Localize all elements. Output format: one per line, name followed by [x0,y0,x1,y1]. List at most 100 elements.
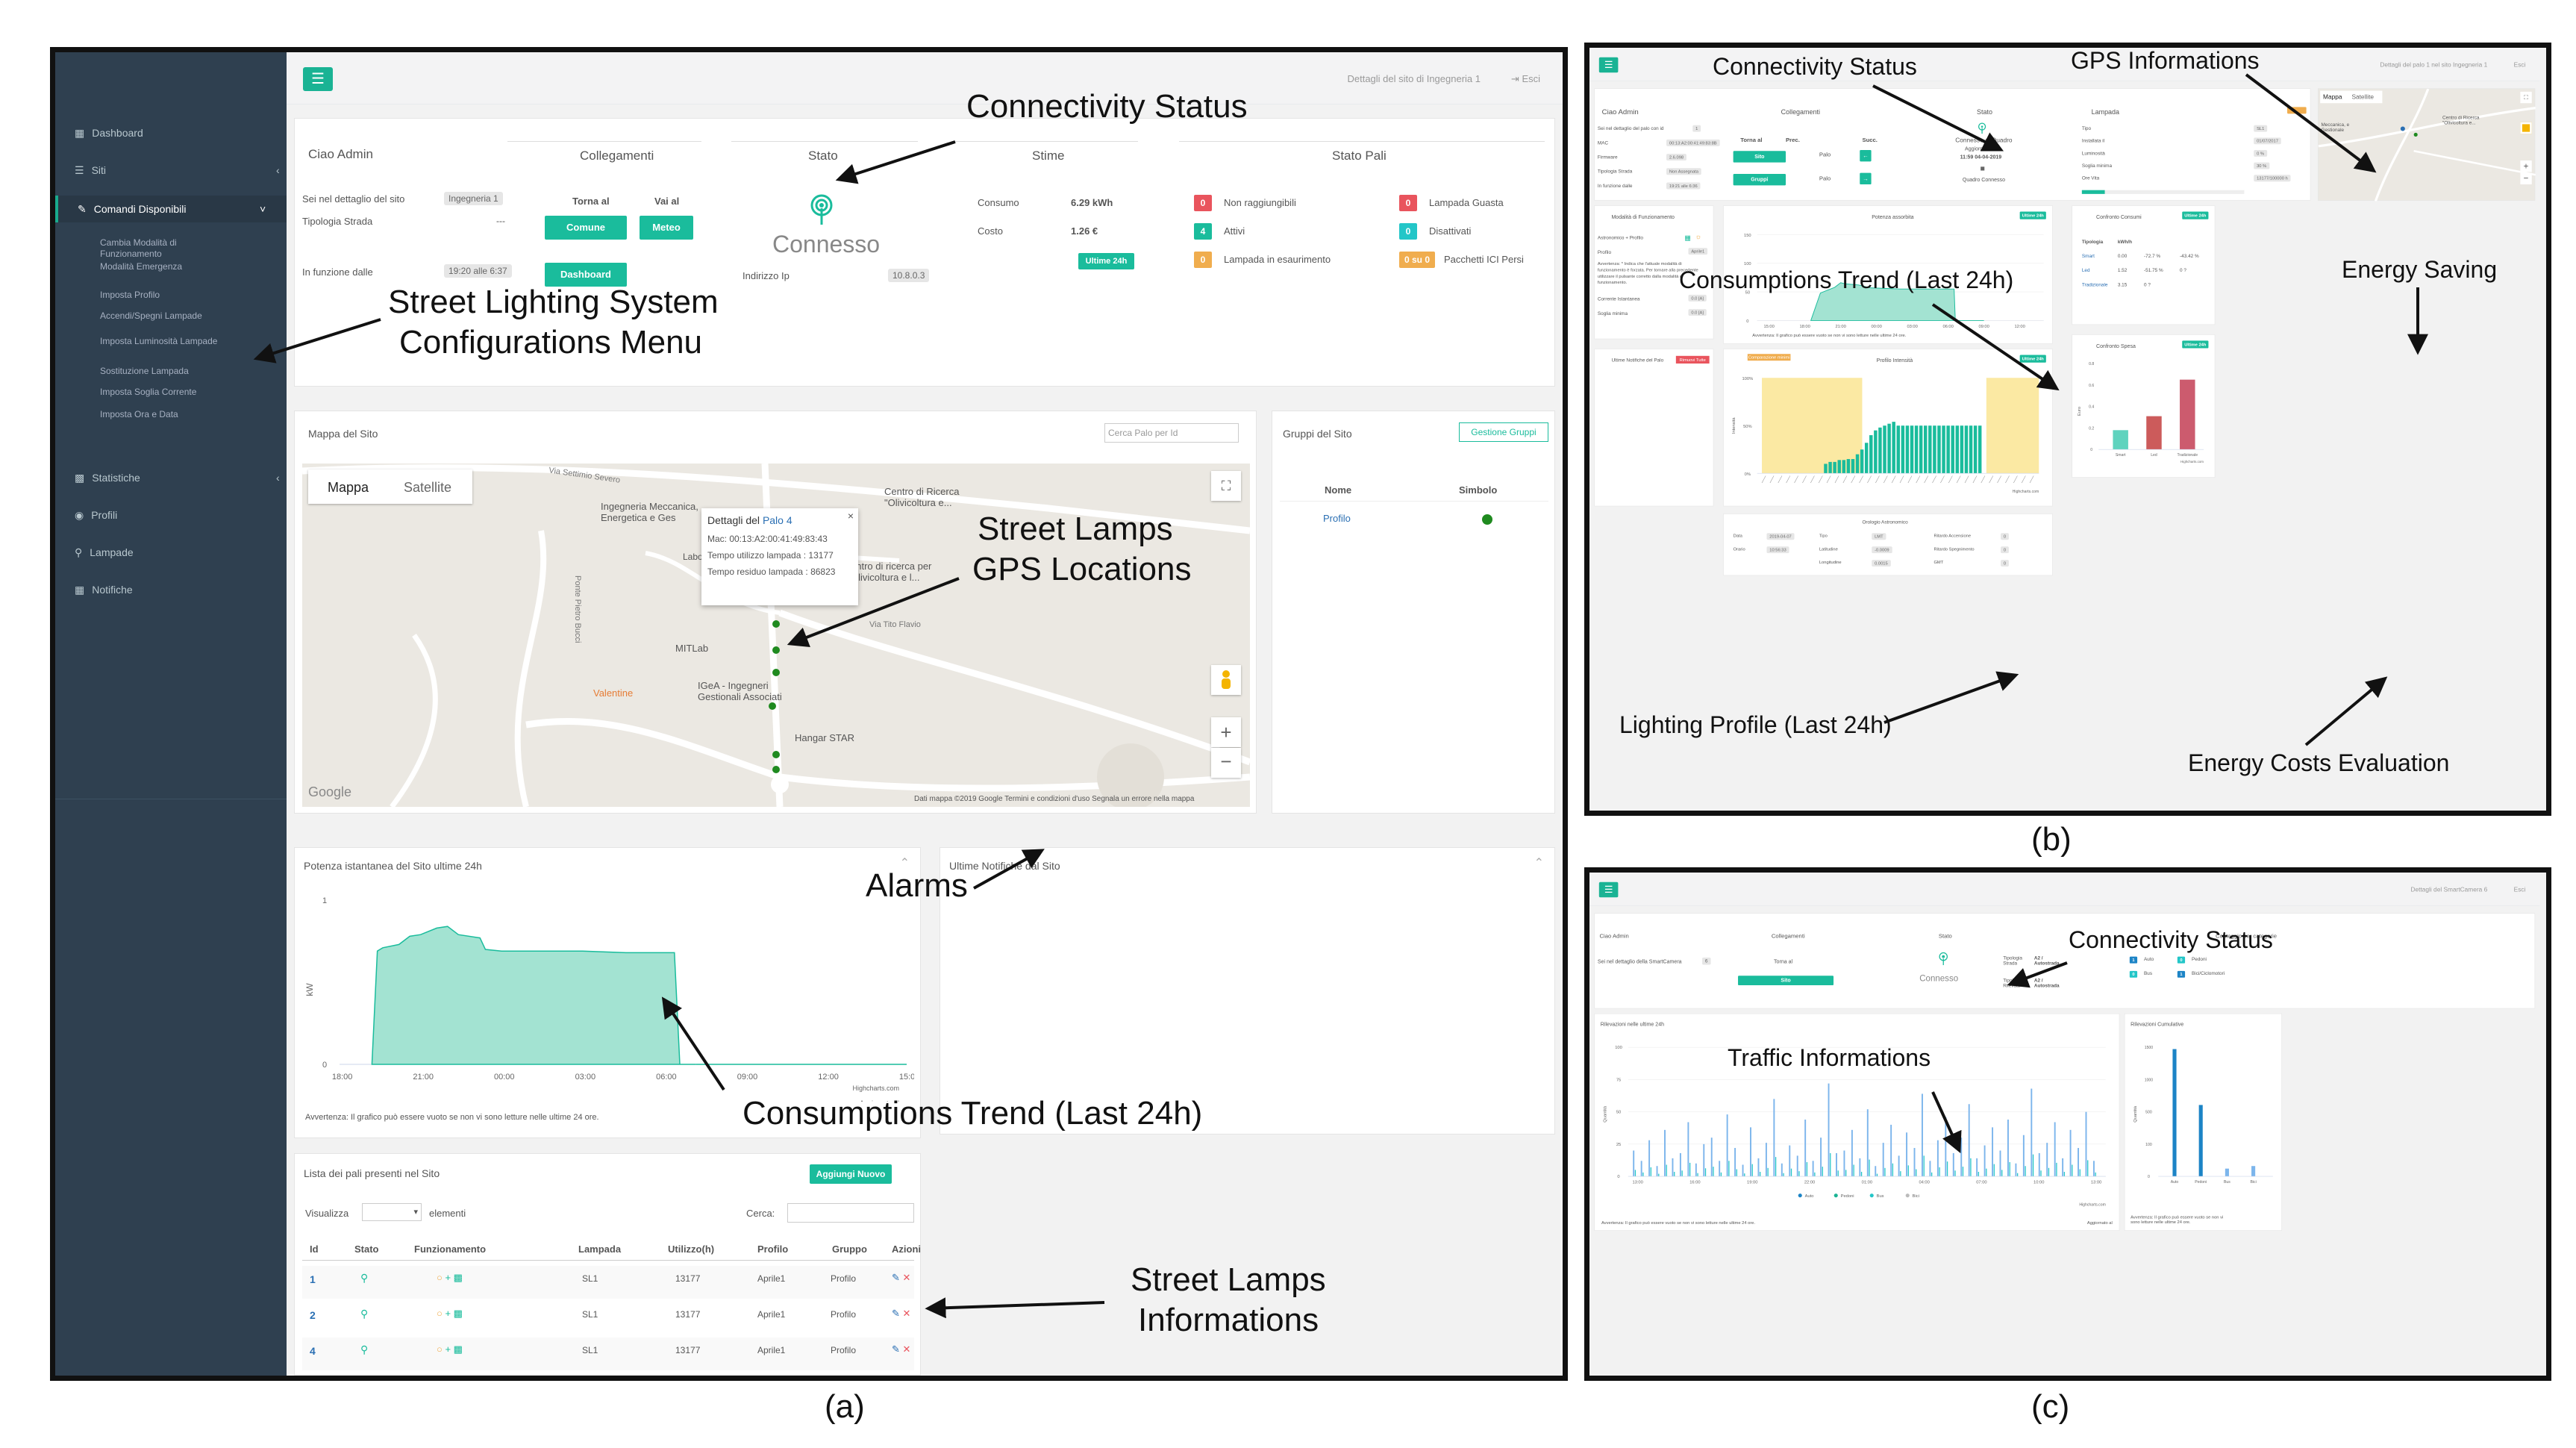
table-header-2[interactable]: Funzionamento [414,1243,487,1255]
sun-icon[interactable]: ☼ [1695,232,1702,241]
annotation-b-lighting: Lighting Profile (Last 24h) [1619,711,1892,738]
pole-marker[interactable] [769,702,776,710]
manage-groups-button[interactable]: Gestione Gruppi [1459,422,1548,442]
zoom-in-button[interactable]: + [1211,717,1241,747]
add-new-button[interactable]: Aggiungi Nuovo [810,1164,892,1184]
table-header-5[interactable]: Profilo [757,1243,789,1255]
last24h-button[interactable]: Ultime 24h [1078,253,1134,269]
submenu-item[interactable]: Cambia Modalità di Funzionamento [100,237,177,259]
map-canvas[interactable]: Mappa Satellite ⛶ + − Centro di Ricerca … [302,464,1250,807]
last24h-button[interactable]: Ultime 24h [2182,340,2209,349]
table-header-3[interactable]: Lampada [578,1243,622,1255]
chart-mode-icon[interactable]: ▦ [1684,233,1691,242]
last24h-button[interactable]: Ultime 24h [2019,211,2046,219]
zoom-out-button[interactable]: − [1211,748,1241,778]
sidebar-item-notifiche[interactable]: ▦Notifiche [75,584,133,596]
sidebar-item-dashboard[interactable]: ▦Dashboard [75,127,143,140]
tab-map[interactable]: Mappa [328,480,369,495]
meteo-button[interactable]: Meteo [640,216,693,240]
pole-marker[interactable] [772,620,780,628]
tab-satellite[interactable]: Satellite [404,480,452,495]
row-actions[interactable]: ✎ ✕ [892,1272,910,1284]
submenu-item[interactable]: Imposta Luminosità Lampade [100,336,218,346]
collapse-icon[interactable]: ⌃ [1534,857,1544,870]
table-header-6[interactable]: Gruppo [832,1243,867,1255]
prev-pole-button[interactable]: ← [1860,149,1872,162]
submenu-item[interactable]: Accendi/Spegni Lampade [100,310,202,321]
next-pole-button[interactable]: → [1860,172,1872,185]
show-label: Visualizza [305,1208,349,1219]
sidebar-item-statistiche[interactable]: ▩Statistiche‹ [75,472,280,484]
sidebar-item-comandi-disponibili[interactable]: ✎Comandi Disponibili˅ [55,196,287,222]
row-lamp: SL1 [582,1309,598,1320]
pegman-icon[interactable] [2520,122,2532,134]
sidebar-item-profili[interactable]: ◉Profili [75,509,117,522]
fullscreen-icon[interactable]: ⛶ [1211,471,1241,501]
row-actions[interactable]: ✎ ✕ [892,1308,910,1320]
logout-link[interactable]: Esci [2513,885,2526,893]
pole-marker[interactable] [772,766,780,773]
running-label: In funzione dalle [302,266,373,278]
collapse-icon[interactable]: ⌃ [899,857,910,870]
menu-toggle-button[interactable]: ☰ [303,67,333,91]
delete-icon[interactable]: ✕ [902,1272,911,1283]
x-tick-label: Bici [2250,1180,2256,1185]
groups-button[interactable]: Gruppi [1733,173,1786,186]
traffic-bar-auto [1983,1145,1986,1177]
submenu-item[interactable]: Imposta Soglia Corrente [100,387,197,397]
map-pin-icon: ● [2399,122,2406,134]
last24h-button[interactable]: Ultime 24h [2019,355,2046,363]
delete-icon[interactable]: ✕ [902,1308,911,1319]
search-input[interactable] [787,1203,914,1223]
pole-search-input[interactable]: Cerca Palo per Id [1104,423,1239,443]
edit-icon[interactable]: ✎ [892,1344,900,1355]
pole-marker[interactable] [772,751,780,758]
saving-cell: 1.52 [2117,268,2128,274]
traffic-bar-other [2095,1172,2096,1177]
logout-icon: ⇥ [1510,73,1522,84]
row-actions[interactable]: ✎ ✕ [892,1344,910,1355]
last24h-button[interactable]: Ultime 24h [2182,211,2209,219]
intensity-bar [1905,425,1910,474]
submenu-item[interactable]: Imposta Profilo [100,290,160,300]
row-id[interactable]: 1 [310,1273,316,1285]
intensity-bar [1964,425,1969,474]
edit-icon[interactable]: ✎ [892,1272,900,1283]
submenu-item[interactable]: Imposta Ora e Data [100,409,178,419]
delete-icon[interactable]: ✕ [902,1344,911,1355]
x-tick-label: 03:00 [1907,325,1917,329]
popup-close-icon[interactable]: × [847,510,854,522]
row-id[interactable]: 4 [310,1345,316,1357]
site-button[interactable]: Sito [1733,151,1786,163]
table-header-4[interactable]: Utilizzo(h) [668,1243,715,1255]
table-header-0[interactable]: Id [310,1243,319,1255]
sidebar-item-siti[interactable]: ☰Siti‹ [75,164,280,177]
popup-title-text: Dettagli del [707,514,760,526]
remove-all-button[interactable]: Rimuovi Tutte [1675,355,1710,364]
pegman-icon[interactable] [1211,665,1241,695]
site-button[interactable]: Sito [1738,976,1834,986]
intensity-bar [1928,425,1932,474]
submenu-item[interactable]: Modalità Emergenza [100,261,183,272]
edit-icon[interactable]: ✎ [892,1308,900,1319]
popup-pole-link[interactable]: Palo 4 [762,514,793,526]
zoom-out-button[interactable]: − [2520,172,2532,185]
annotation-a-info-line2: Informations [1138,1302,1319,1338]
submenu-item[interactable]: Sostituzione Lampada [100,366,189,376]
dashboard-button[interactable]: Dashboard [545,263,627,287]
fullscreen-icon[interactable]: ⛶ [2520,91,2532,104]
sidebar-item-lampade[interactable]: ⚲Lampade [75,546,134,559]
group-row-name[interactable]: Profilo [1323,513,1351,524]
comune-button[interactable]: Comune [545,216,627,240]
table-header-7[interactable]: Azioni [892,1243,921,1255]
row-id[interactable]: 2 [310,1309,316,1321]
entries-select[interactable]: ▾ [362,1203,422,1221]
table-header-1[interactable]: Stato [354,1243,379,1255]
logout-link[interactable]: Esci [2513,60,2526,69]
zoom-in-button[interactable]: + [2520,160,2532,172]
pole-marker[interactable] [772,669,780,676]
menu-toggle-button[interactable]: ☰ [1598,57,1619,73]
menu-toggle-button[interactable]: ☰ [1598,881,1619,898]
pole-marker[interactable] [772,646,780,654]
logout-link[interactable]: ⇥ Esci [1511,73,1540,85]
